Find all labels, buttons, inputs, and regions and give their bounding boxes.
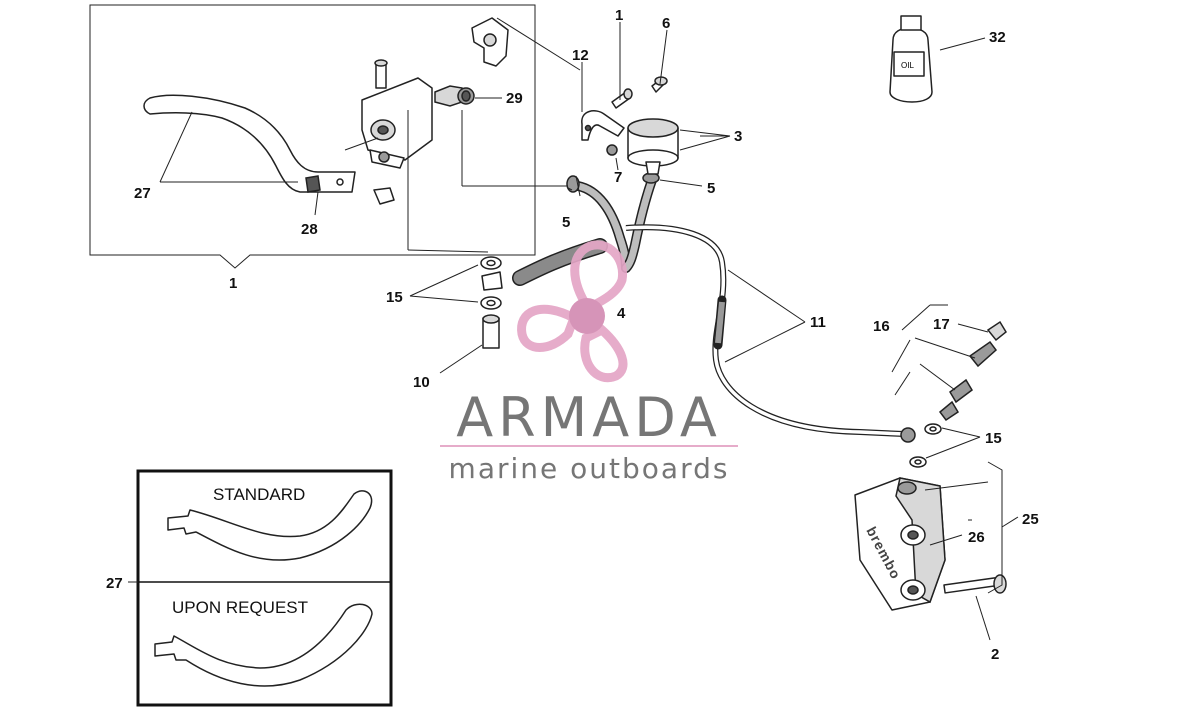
callout-26: 26 <box>968 529 985 546</box>
propeller-hub <box>569 298 605 334</box>
standard-lever <box>167 490 373 561</box>
callout-6: 6 <box>662 15 670 32</box>
callout-5-left: 5 <box>562 214 570 231</box>
banjo-bolt-core <box>461 90 471 102</box>
callout-17: 17 <box>933 316 950 333</box>
armada-watermark: ARMADA marine outboards <box>440 240 738 485</box>
callout-12: 12 <box>572 47 589 64</box>
propeller-blade-left <box>517 304 580 352</box>
reservoir-bracket <box>581 110 625 141</box>
callout-15-right: 15 <box>985 430 1002 447</box>
caliper-port <box>897 481 917 495</box>
oil-bottle-cap <box>900 15 922 31</box>
callout-10: 10 <box>413 374 430 391</box>
watermark-brand: ARMADA <box>456 386 722 449</box>
callout-32: 32 <box>989 29 1006 46</box>
banjo-eye <box>481 271 503 291</box>
callout-27: 27 <box>134 185 151 202</box>
cylinder-pin <box>378 151 390 163</box>
callout-1-bottom: 1 <box>229 275 237 292</box>
caliper-bolt-head <box>993 574 1007 594</box>
bracket-hole <box>584 124 592 132</box>
standard-lever-label: STANDARD <box>213 485 305 504</box>
callout-2: 2 <box>991 646 999 663</box>
callout-3: 3 <box>734 128 742 145</box>
master-cylinder-body <box>361 77 433 161</box>
cylinder-clamp-nut <box>373 187 395 205</box>
bleeder-cap <box>986 320 1007 342</box>
lever-adjuster <box>305 175 321 193</box>
upon-request-lever <box>154 603 373 687</box>
caliper-bolt-shaft <box>943 576 1000 594</box>
cylinder-bolt-head <box>374 59 388 67</box>
lever-pivot-hole <box>336 178 344 186</box>
lever-group-frame <box>89 4 536 269</box>
callout-29: 29 <box>506 90 523 107</box>
propeller-blade-right <box>580 324 628 383</box>
reservoir-outlet <box>645 161 661 175</box>
bleeder-valve-3 <box>938 400 960 422</box>
brake-lever <box>143 94 356 193</box>
callout-16: 16 <box>873 318 890 335</box>
bleeder-valve-2 <box>949 378 973 404</box>
cylinder-bore-inner <box>377 125 389 135</box>
callout-15-left: 15 <box>386 289 403 306</box>
bleeder-valve <box>968 340 998 368</box>
upon-request-lever-label: UPON REQUEST <box>172 598 308 617</box>
reservoir-nut <box>606 144 618 156</box>
callout-4: 4 <box>617 305 626 322</box>
callout-1-top: 1 <box>615 7 623 24</box>
oil-label-text: OIL <box>901 61 914 70</box>
callout-27-inset: 27 <box>106 575 123 592</box>
callout-11: 11 <box>810 314 826 331</box>
watermark-tagline: marine outboards <box>449 452 730 485</box>
caliper-bracket <box>987 461 1003 594</box>
fluid-reservoir-cap <box>627 118 679 138</box>
brake-line-fitting <box>900 427 916 443</box>
callout-5-right: 5 <box>707 180 715 197</box>
oil-bottle-label <box>893 51 925 77</box>
callout-25: 25 <box>1022 511 1039 528</box>
pivot-pin <box>344 137 379 151</box>
callout-28: 28 <box>301 221 318 238</box>
callout-7: 7 <box>614 169 622 186</box>
hose-clamp-left <box>566 175 580 193</box>
reservoir-screw-head <box>623 88 633 100</box>
clamp-bore <box>483 33 497 47</box>
propeller-blade-top <box>570 240 628 314</box>
